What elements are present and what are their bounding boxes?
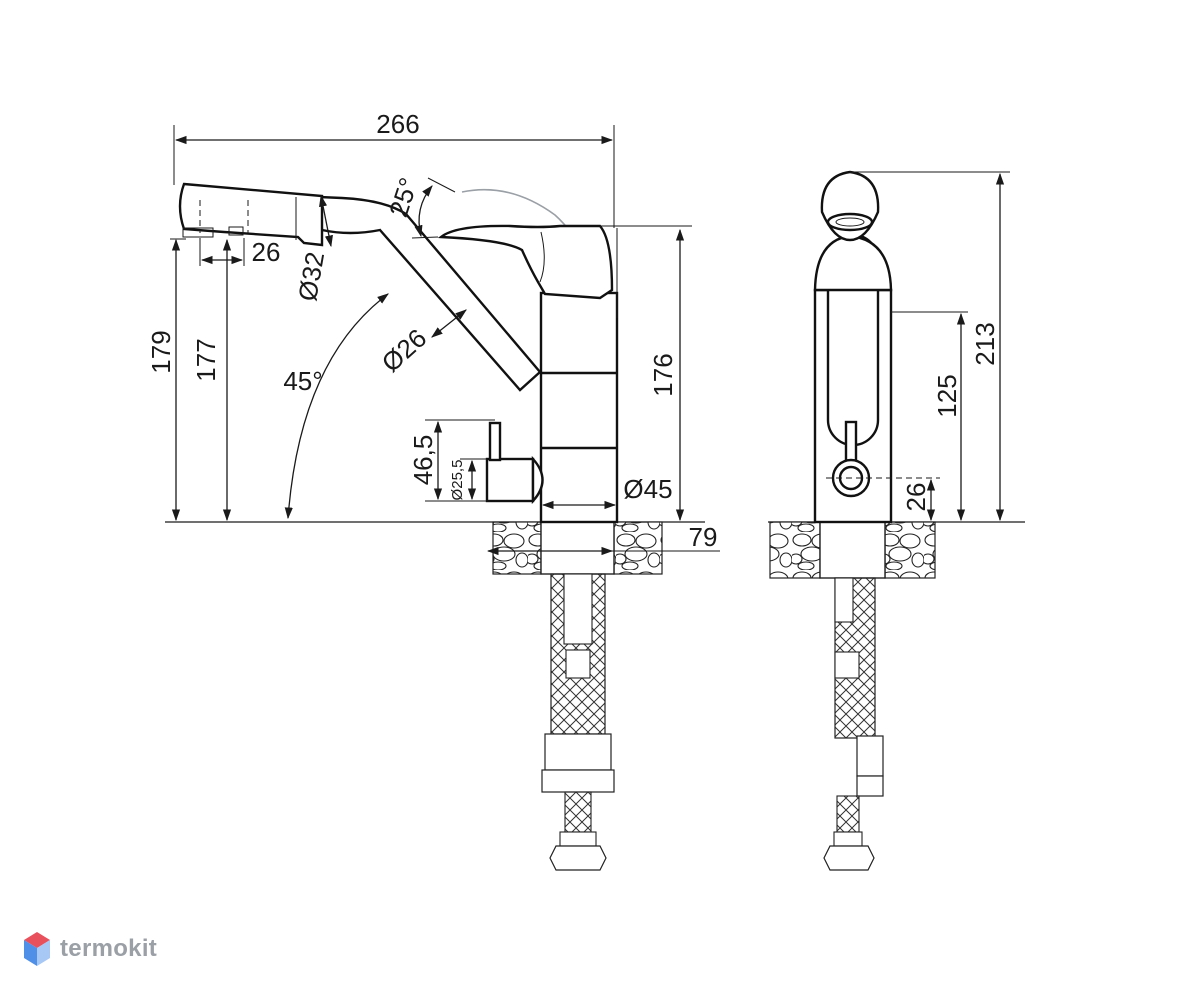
dim-base-width: 79 xyxy=(486,522,720,556)
logo-mark-icon xyxy=(24,932,50,966)
dim-label-height-body: 176 xyxy=(648,353,678,396)
dim-label-handle-height: 125 xyxy=(932,374,962,417)
dim-spout-angle: 45° xyxy=(283,293,389,520)
dim-label-overall-length: 266 xyxy=(376,109,419,139)
dim-handle-height: 125 xyxy=(891,311,968,522)
dim-switch-diameter: Ø25,5 xyxy=(449,458,487,501)
diverter-switch xyxy=(485,421,544,505)
dim-switch-height-front: 26 xyxy=(901,478,936,522)
diverter-switch-front xyxy=(826,420,940,498)
dim-height-spout-top: 179 xyxy=(146,238,181,522)
dim-spout-diameter: Ø26 xyxy=(376,309,467,378)
dim-aerator-offset: 26 xyxy=(199,237,281,267)
spout xyxy=(170,182,542,392)
supply-hoses-side xyxy=(541,573,615,871)
lever-handle-front xyxy=(820,170,880,242)
front-view: 213 125 26 xyxy=(768,170,1025,871)
dim-label-lever-angle: 25° xyxy=(383,174,424,221)
dim-label-base-width: 79 xyxy=(689,522,718,552)
dim-label-switch-height: 46,5 xyxy=(408,435,438,486)
dim-switch-height: 46,5 xyxy=(408,419,495,502)
dim-label-spout-angle: 45° xyxy=(283,366,322,396)
brand-logo: termokit xyxy=(22,930,157,968)
dim-label-total-height: 213 xyxy=(970,322,1000,365)
side-view: 266 25° 26 Ø32 Ø26 45° xyxy=(146,109,720,871)
dim-label-body-diameter: Ø45 xyxy=(623,474,672,504)
lever-handle xyxy=(437,188,614,300)
dim-height-spout-outlet: 177 xyxy=(191,238,232,522)
dim-label-spout-head-diameter: Ø32 xyxy=(292,250,330,304)
dim-label-switch-diameter: Ø25,5 xyxy=(449,460,466,501)
dim-total-height: 213 xyxy=(850,171,1010,522)
dim-height-body: 176 xyxy=(600,225,692,522)
dim-label-spout-diameter: Ø26 xyxy=(376,323,433,378)
faucet-body xyxy=(539,228,619,524)
dim-label-switch-height-front: 26 xyxy=(901,483,931,512)
countertop-section-side xyxy=(492,521,663,575)
dim-label-height-spout-outlet: 177 xyxy=(191,338,221,381)
dim-overall-length: 266 xyxy=(173,109,615,228)
logo-text: termokit xyxy=(60,935,158,962)
countertop-section-front xyxy=(769,521,936,579)
supply-hoses-front xyxy=(823,577,884,871)
dim-label-height-spout-top: 179 xyxy=(146,330,176,373)
dim-label-aerator-offset: 26 xyxy=(252,237,281,267)
dim-body-diameter: Ø45 xyxy=(541,474,673,510)
